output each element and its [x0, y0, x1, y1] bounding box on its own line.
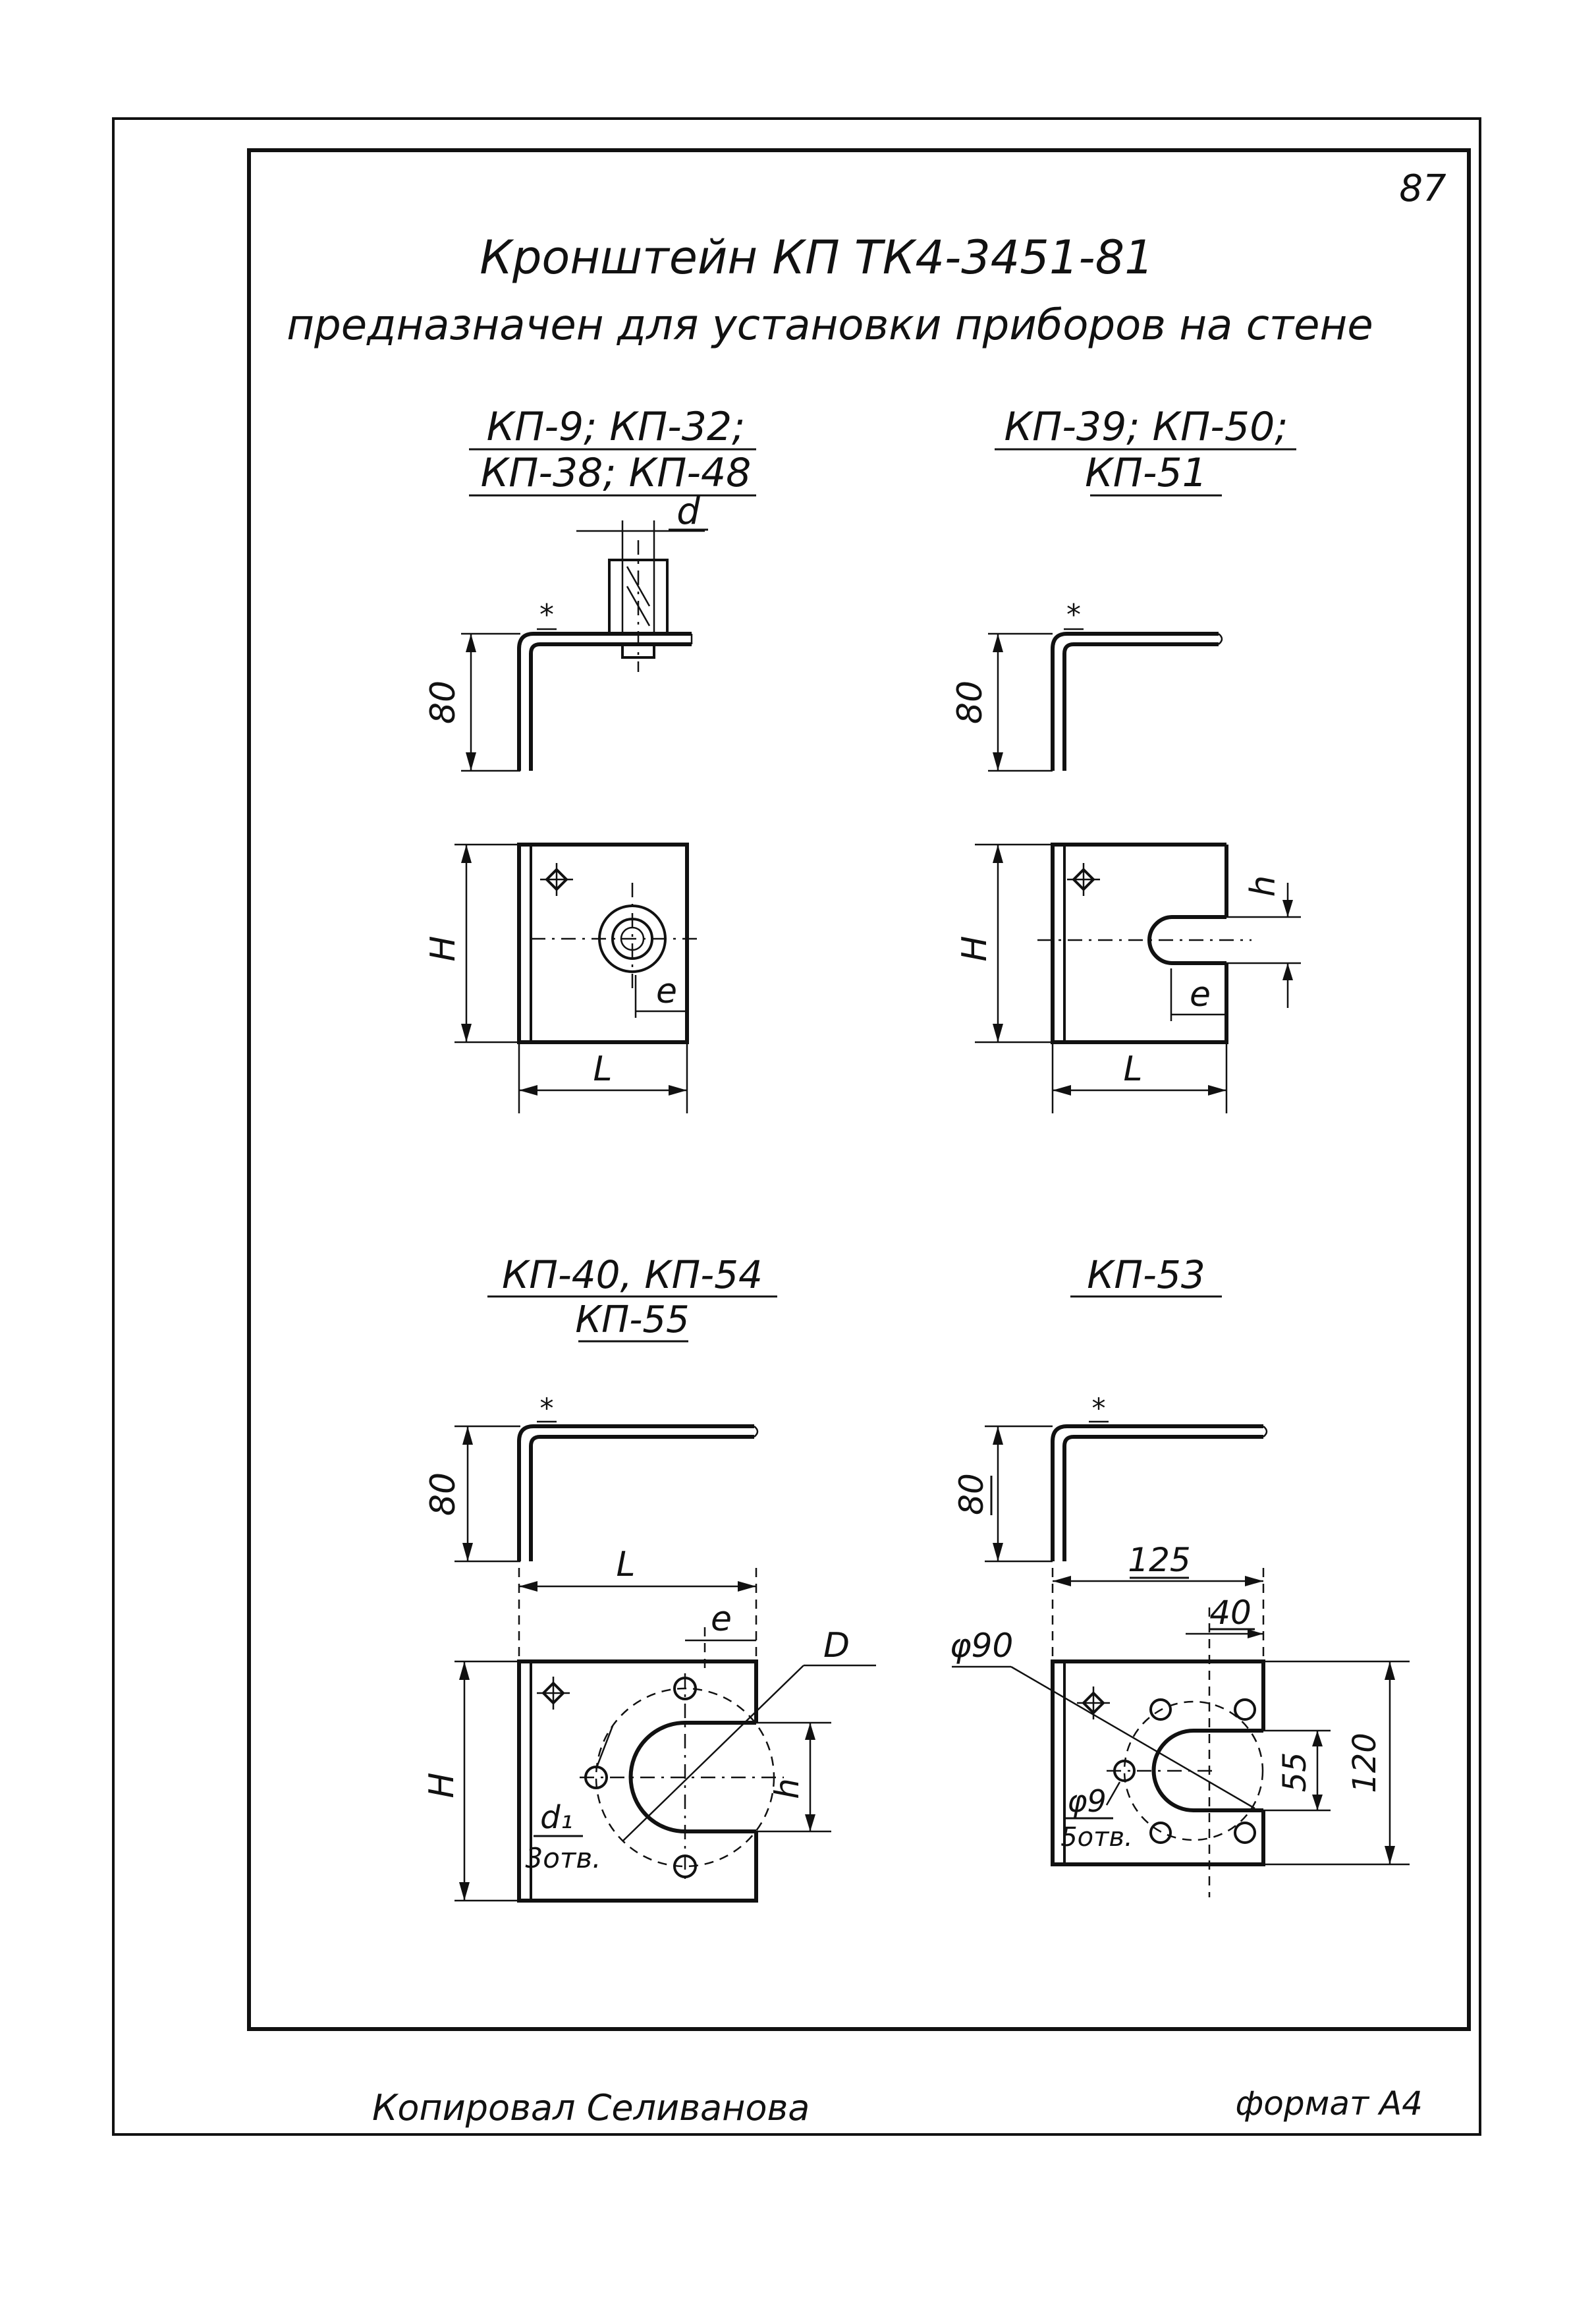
view3-weld-mark: * — [540, 1392, 554, 1424]
view3-title-line1: КП-40, КП-54 — [502, 1252, 763, 1297]
view4-bolt-circle — [1123, 1700, 1264, 1841]
view2-L-label: L — [1124, 1049, 1143, 1089]
view2-e-label: e — [1190, 975, 1211, 1015]
view3-H-label: H — [422, 1772, 462, 1798]
view-kp9-group: КП-9; КП-32; КП-38; КП-48 * d 80 — [424, 404, 756, 1113]
view3-holes-note: 3отв. — [526, 1842, 601, 1874]
view3-bracket-side — [517, 1424, 754, 1561]
view4-dim-120: 120 — [1346, 1733, 1383, 1793]
view4-hole-1 — [1149, 1698, 1172, 1721]
view3-slot — [628, 1721, 756, 1833]
view4-dim-125: 125 — [1128, 1541, 1190, 1579]
view1-e-label: e — [656, 972, 677, 1011]
view3-d1-label: d₁ — [540, 1799, 573, 1836]
view2-dim-80: 80 — [950, 681, 990, 724]
view1-weld-mark: * — [539, 598, 554, 632]
view2-h-label: h — [1244, 876, 1283, 897]
view4-plate-plan — [1051, 1659, 1265, 1866]
drawing-subtitle: предназначен для установки приборов на с… — [287, 301, 1373, 350]
view1-title-line2: КП-38; КП-48 — [481, 450, 752, 496]
view-kp53-group: КП-53 * 80 125 40 — [950, 1252, 1410, 1897]
view1-plate-plan — [517, 843, 689, 1044]
view4-slot — [1151, 1729, 1263, 1812]
view3-hole-top — [673, 1677, 697, 1700]
view2-title-line2: КП-51 — [1085, 450, 1207, 496]
view2-weld-mark: * — [1066, 598, 1081, 632]
view4-hole-5 — [1234, 1822, 1256, 1844]
view2-H-label: H — [955, 935, 995, 961]
view1-dim-80: 80 — [424, 681, 463, 724]
view4-hole-2 — [1234, 1698, 1256, 1721]
footer-format: формат А4 — [1236, 2084, 1423, 2123]
drawing-title: Кронштейн КП ТК4-3451-81 — [480, 231, 1153, 285]
view4-bracket-side — [1051, 1424, 1263, 1561]
view3-title-line2: КП-55 — [575, 1298, 689, 1341]
view4-holes-note: 5отв. — [1060, 1822, 1133, 1853]
view3-h-label: h — [768, 1778, 806, 1799]
view4-dim-55: 55 — [1277, 1752, 1313, 1792]
view3-e-label: e — [711, 1600, 732, 1639]
view1-title-line1: КП-9; КП-32; — [487, 404, 746, 450]
view4-title-line1: КП-53 — [1087, 1252, 1205, 1297]
inner-frame — [247, 148, 1471, 2031]
view4-weld-mark: * — [1092, 1392, 1106, 1424]
view4-hole-3 — [1113, 1760, 1136, 1782]
view4-dim-40: 40 — [1209, 1594, 1252, 1632]
outer-frame — [112, 117, 1481, 2136]
view-kp39-group: КП-39; КП-50; КП-51 * 80 h — [950, 404, 1301, 1113]
view1-d-label: d — [676, 490, 700, 533]
view1-L-label: L — [593, 1049, 613, 1089]
view3-L-label: L — [617, 1545, 636, 1584]
view4-dim-80: 80 — [952, 1473, 991, 1515]
page-number: 87 — [1399, 167, 1446, 210]
view1-H-label: H — [424, 935, 463, 961]
view3-dim-80: 80 — [424, 1472, 463, 1516]
view4-phi9-label: φ9 — [1067, 1783, 1107, 1819]
view3-plate-plan — [517, 1659, 758, 1903]
view2-title-line1: КП-39; КП-50; — [1004, 404, 1288, 450]
view3-D-label: D — [823, 1626, 850, 1665]
footer-copied-by: Копировал Селиванова — [372, 2087, 810, 2129]
view4-phi90-label: φ90 — [950, 1627, 1014, 1665]
view2-bracket-side — [1051, 632, 1219, 771]
view1-bracket-side — [517, 632, 692, 771]
view4-hole-4 — [1149, 1822, 1172, 1844]
view-kp40-group: КП-40, КП-54 КП-55 * 80 L e — [422, 1252, 876, 1903]
view3-hole-bottom — [673, 1854, 697, 1878]
